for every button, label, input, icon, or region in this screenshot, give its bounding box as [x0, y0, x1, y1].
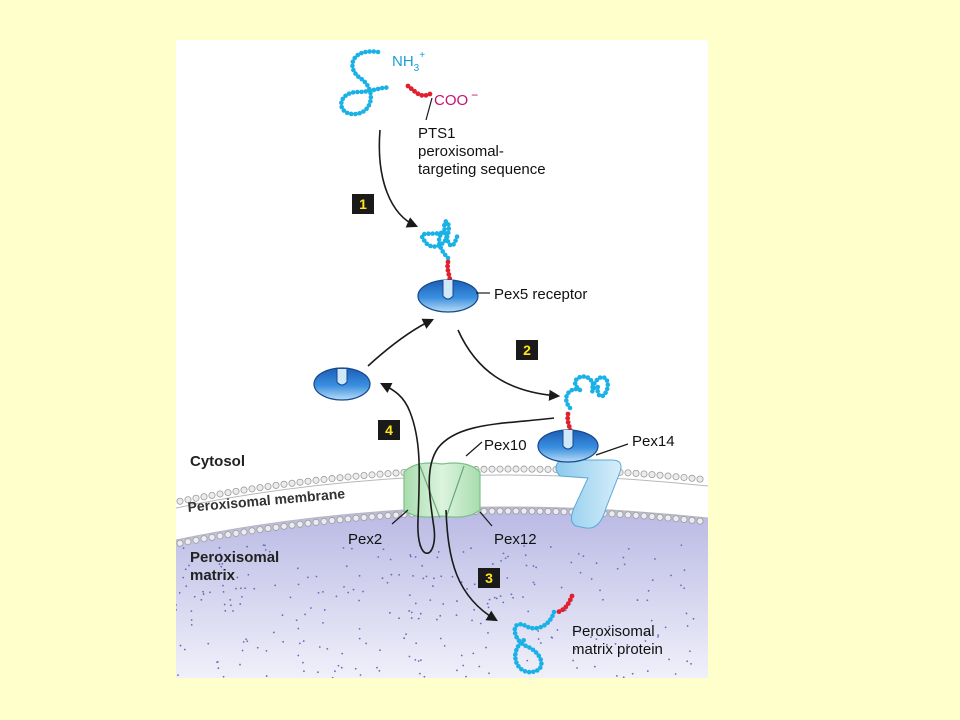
pex14-docking-complex: Pex14 [537, 374, 675, 529]
peroxisome-import-figure: Cytosol Peroxisomal membrane Peroxisomal… [175, 40, 709, 679]
svg-text:1: 1 [359, 196, 367, 212]
step-2-marker: 2 [516, 340, 538, 360]
step-4-marker: 4 [378, 420, 400, 440]
pex12-label: Pex12 [494, 531, 537, 548]
receptor-recycle-arrow [367, 318, 435, 367]
peroxisomal-matrix-protein: Peroxisomal matrix protein [512, 593, 663, 675]
translocon-body [403, 462, 481, 518]
matrix-protein-label-line2: matrix protein [572, 641, 663, 658]
protein-chain-beads [419, 219, 460, 261]
matrix-speckles [175, 544, 695, 679]
peroxisomal-matrix-label-line1: Peroxisomal [190, 549, 279, 566]
receptor-cargo-complex: Pex5 receptor [417, 219, 587, 313]
step2-arrow [457, 329, 561, 401]
pex2-label: Pex2 [348, 531, 382, 548]
matrix-protein-label-line1: Peroxisomal [572, 623, 655, 640]
pex5-receptor-docked [537, 429, 599, 463]
cytosol-label: Cytosol [190, 453, 245, 470]
cytosolic-protein: NH3+ COO− PTS1 peroxisomal- targeting se… [339, 49, 546, 178]
pts1-label-line2: peroxisomal- [418, 143, 504, 160]
pex5-receptor-label: Pex5 receptor [494, 286, 587, 303]
peroxisome-import-diagram: Cytosol Peroxisomal membrane Peroxisomal… [175, 49, 709, 679]
protein-chain-beads [512, 609, 557, 675]
free-pex5-receptor [313, 367, 371, 401]
pex5-receptor [417, 279, 479, 313]
pts1-signal-beads [405, 83, 433, 98]
translocon-complex [403, 462, 481, 519]
pex10-label: Pex10 [484, 437, 527, 454]
receptor-export-arrow [379, 382, 555, 554]
protein-chain-beads [339, 49, 389, 117]
svg-text:2: 2 [523, 342, 531, 358]
step-1-marker: 1 [352, 194, 374, 214]
svg-text:4: 4 [385, 422, 393, 438]
svg-text:3: 3 [485, 570, 493, 586]
step1-arrow [378, 129, 419, 228]
step3-arrow [445, 509, 498, 622]
peroxisomal-matrix-region [176, 507, 708, 678]
pex14-label: Pex14 [632, 433, 675, 450]
pts1-label-line1: PTS1 [418, 125, 456, 142]
peroxisomal-membrane-label: Peroxisomal membrane [187, 485, 346, 515]
peroxisomal-matrix-label-line2: matrix [190, 567, 236, 584]
nh3-label: NH3+ [392, 50, 425, 74]
protein-chain-beads [564, 374, 611, 411]
pts1-signal-beads [556, 593, 575, 615]
step-3-marker: 3 [478, 568, 500, 588]
coo-label: COO− [434, 88, 478, 109]
pex14-protein [555, 459, 622, 529]
pts1-label-line3: targeting sequence [418, 161, 546, 178]
